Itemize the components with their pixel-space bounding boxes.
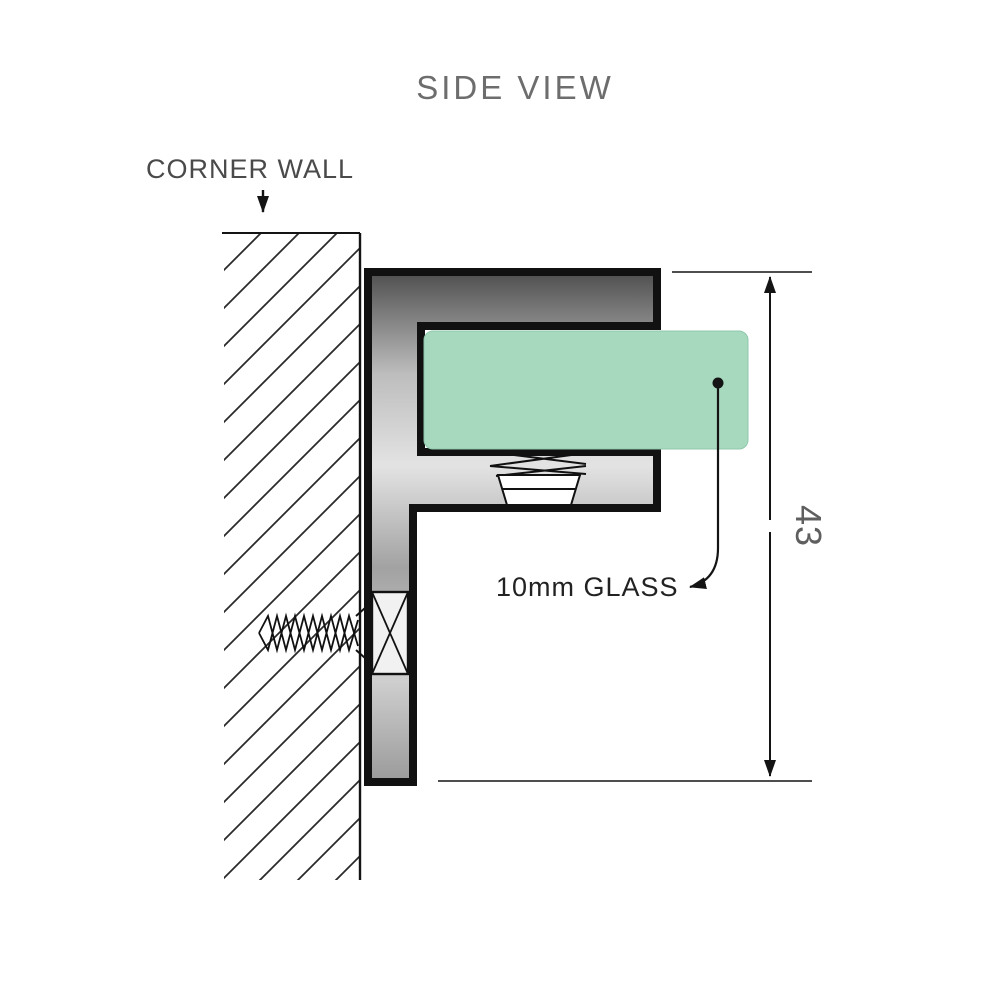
glass-callout: 10mm GLASS xyxy=(496,377,724,602)
wall-hatching xyxy=(224,233,360,880)
bracket-profile xyxy=(364,268,661,786)
glass-label: 10mm GLASS xyxy=(496,572,679,602)
gasket-seal xyxy=(489,451,587,506)
glass-leader-line xyxy=(689,388,720,589)
screw-head-cross-2 xyxy=(371,591,409,675)
leader-dot xyxy=(712,377,724,389)
corner-wall-section xyxy=(222,232,362,880)
gasket-ridges xyxy=(489,451,587,477)
page-title: SIDE VIEW xyxy=(416,69,614,106)
corner-wall-label: CORNER WALL xyxy=(146,154,354,184)
glass-panel xyxy=(423,330,749,450)
dimension-label: 43 xyxy=(788,505,829,547)
wall-screw xyxy=(258,590,410,676)
corner-wall-callout: CORNER WALL xyxy=(146,154,354,213)
screw-thread-lower xyxy=(258,612,359,654)
dimension-43: 43 xyxy=(438,271,829,782)
